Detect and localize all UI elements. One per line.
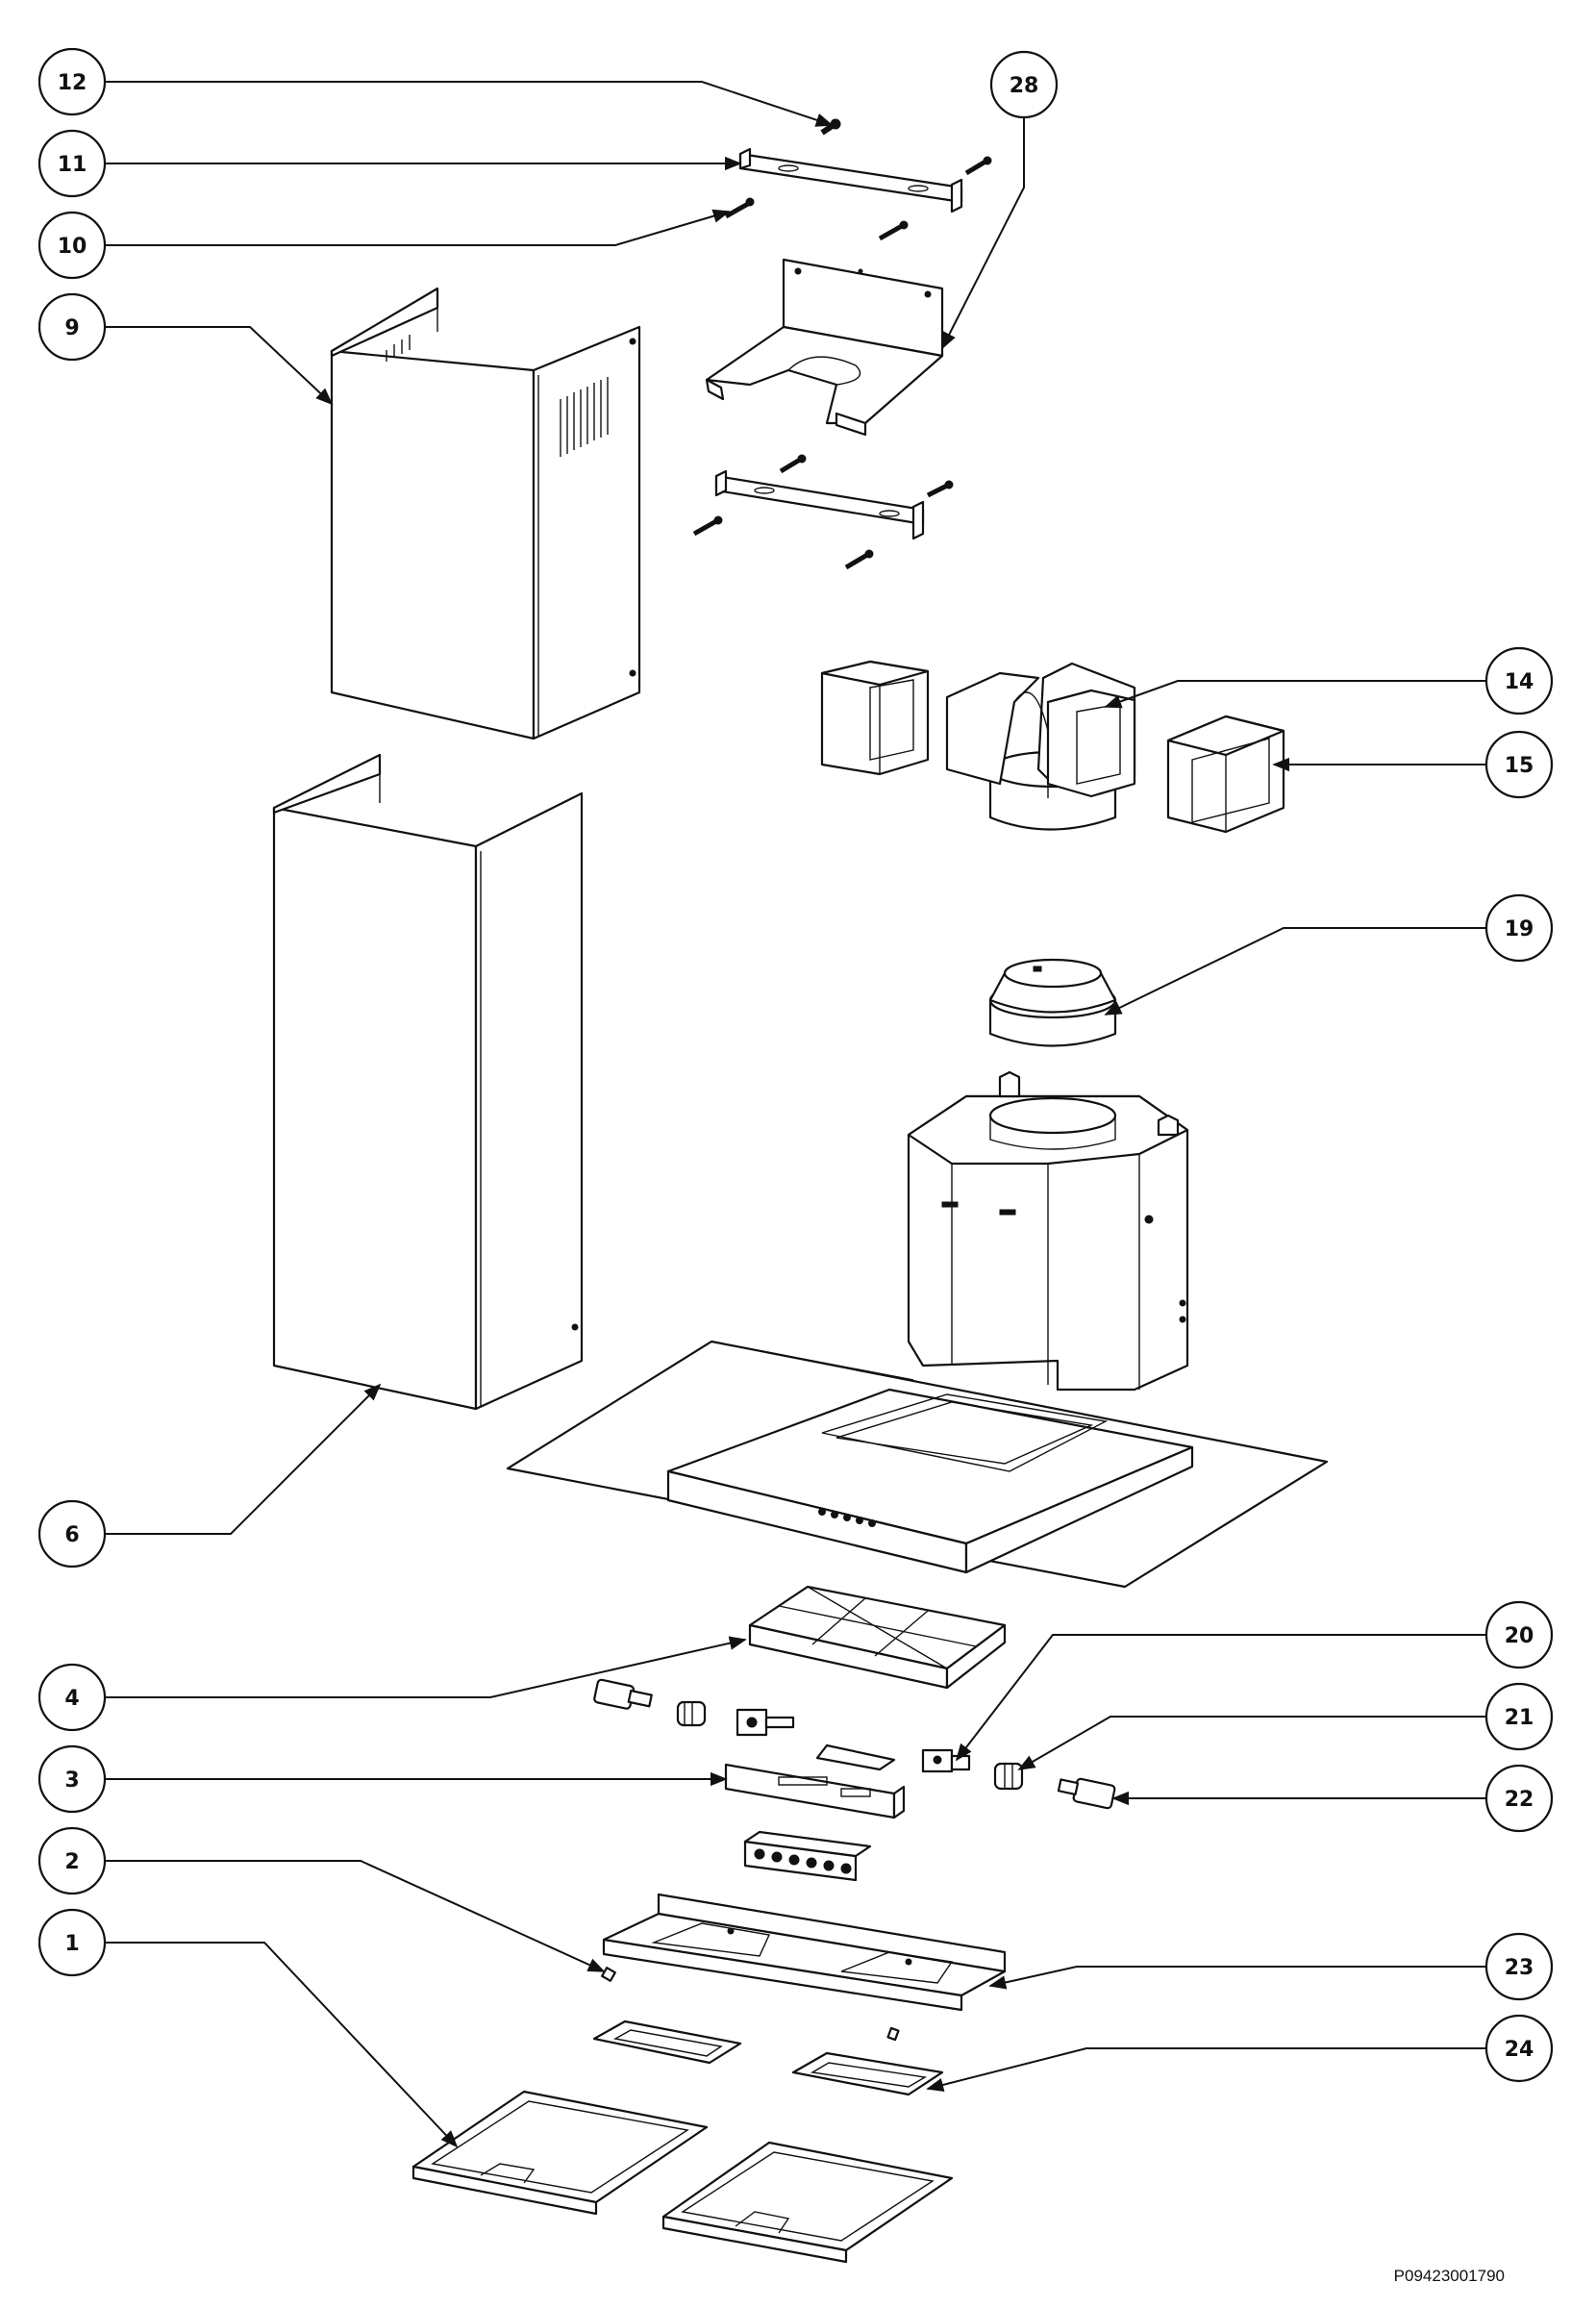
hood-glass-canopy [506,1340,1329,1589]
air-outlet-flange-19 [988,958,1117,1047]
callout-label: 4 [64,1687,79,1711]
callout-label: 12 [58,71,87,95]
duct-adapter-14 [1046,689,1136,798]
callout-22: 22 [1484,1764,1554,1833]
lamp-socket-left [676,1700,707,1727]
callout-12: 12 [37,47,107,116]
callout-label: 3 [64,1769,79,1793]
callout-label: 23 [1505,1956,1534,1980]
bracket-lower [692,454,954,570]
callout-label: 11 [58,153,87,177]
callout-2: 2 [37,1826,107,1895]
charcoal-filter-4 [748,1585,1007,1690]
callout-label: 24 [1505,2038,1534,2062]
grease-filter-1 [411,2090,709,2216]
callout-label: 9 [64,316,79,340]
wire-connector [736,1708,795,1737]
drawing-code: P09423001790 [1394,2267,1505,2285]
switch-20 [921,1748,971,1773]
callout-label: 14 [1505,670,1534,694]
callout-10: 10 [37,211,107,280]
filter-retainer-left [592,2020,742,2065]
lower-chimney-6 [272,753,584,1411]
callout-label: 28 [1010,74,1039,98]
callout-label: 22 [1505,1788,1534,1812]
bracket-28 [705,258,944,437]
callout-28: 28 [989,50,1059,119]
callout-label: 2 [64,1850,79,1874]
screw-small [886,2026,900,2042]
callout-15: 15 [1484,730,1554,799]
leader-lines [106,81,1485,2148]
callout-label: 20 [1505,1624,1534,1648]
screw-12 [820,118,841,136]
callout-label: 6 [64,1523,79,1547]
callout-14: 14 [1484,646,1554,715]
control-panel-3 [724,1744,906,1819]
duct-adapter-15 [1166,715,1285,834]
vent-slots-left [386,335,411,362]
terminal-block [743,1830,872,1882]
callout-3: 3 [37,1744,107,1814]
callout-label: 1 [64,1932,79,1956]
lamp-holder-left [593,1678,653,1710]
filter-retainer-24 [791,2051,944,2096]
screw-10 [724,197,755,219]
callout-4: 4 [37,1663,107,1732]
bracket-11 [738,147,963,213]
motor-housing [907,1070,1189,1392]
duct-adapter-left [820,660,930,776]
filter-frame-23 [602,1893,1007,2012]
upper-chimney-9 [330,287,641,740]
callout-label: 19 [1505,917,1534,941]
callout-9: 9 [37,292,107,362]
screw-upper-right [878,156,992,241]
screw-2 [601,1967,616,1982]
control-buttons [818,1508,876,1527]
callout-label: 21 [1505,1706,1534,1730]
callout-11: 11 [37,129,107,198]
callout-20: 20 [1484,1600,1554,1669]
callout-24: 24 [1484,2014,1554,2083]
grease-filter-right [661,2141,954,2264]
callout-6: 6 [37,1499,107,1568]
lamp-socket-21 [993,1762,1024,1791]
lamp-22 [1057,1777,1116,1810]
callout-label: 10 [58,235,87,259]
callout-23: 23 [1484,1932,1554,2001]
callout-label: 15 [1505,754,1534,778]
callout-1: 1 [37,1908,107,1977]
callout-19: 19 [1484,893,1554,963]
callout-21: 21 [1484,1682,1554,1751]
vent-slots-right [560,377,609,457]
